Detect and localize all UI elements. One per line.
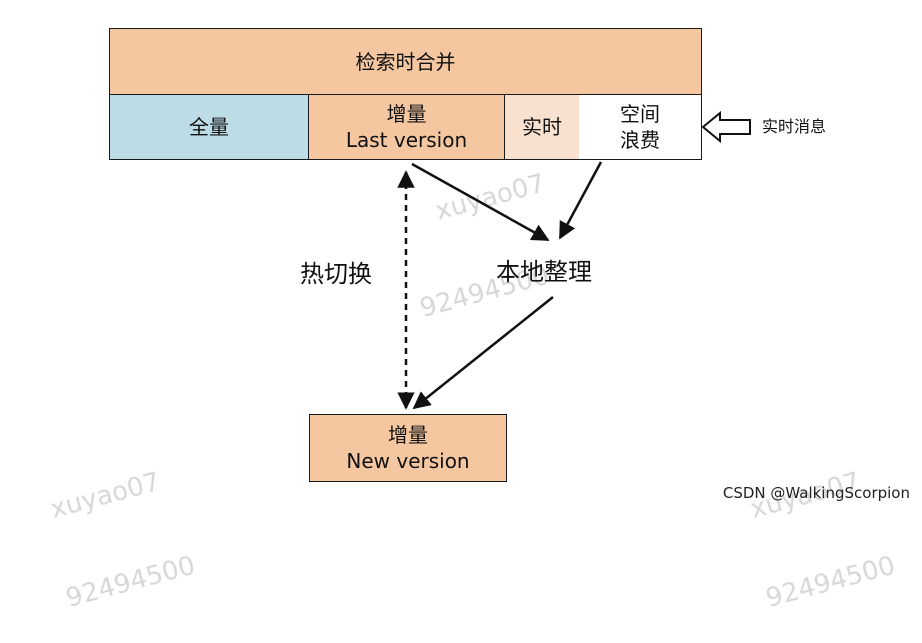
waste-to-compaction-arrow: [558, 161, 603, 240]
space-waste-line2: 浪费: [620, 128, 660, 152]
local-compaction-label: 本地整理: [496, 258, 592, 286]
incremental-new-line2: New version: [346, 449, 470, 473]
incremental-last-line1: 增量: [386, 102, 427, 126]
space-waste-line1: 空间: [620, 102, 660, 126]
merge-at-search-bar: 检索时合并: [109, 28, 702, 95]
realtime-segment-label: 实时: [522, 115, 562, 139]
watermark-line2: 92494500: [762, 550, 899, 614]
space-waste-segment: 空间 浪费: [579, 95, 701, 159]
compaction-to-new-version-arrow: [412, 296, 554, 410]
realtime-segment: 实时: [505, 95, 579, 159]
incremental-new-line1: 增量: [388, 423, 428, 447]
incremental-new-box: 增量 New version: [309, 414, 507, 482]
hot-switch-label: 热切换: [300, 260, 372, 288]
realtime-message-arrow-icon: [701, 110, 751, 144]
realtime-message-label: 实时消息: [762, 117, 827, 136]
watermark-line2: 92494500: [62, 550, 199, 614]
incremental-last-line2: Last version: [345, 128, 468, 152]
last-version-to-compaction-arrow: [411, 162, 550, 242]
merge-at-search-label: 检索时合并: [355, 49, 456, 74]
incremental-last-segment: 增量 Last version: [308, 94, 505, 160]
source-credit: CSDN @WalkingScorpion: [722, 484, 910, 502]
diagram-arrows: [397, 110, 751, 410]
full-segment-label: 全量: [189, 115, 229, 139]
